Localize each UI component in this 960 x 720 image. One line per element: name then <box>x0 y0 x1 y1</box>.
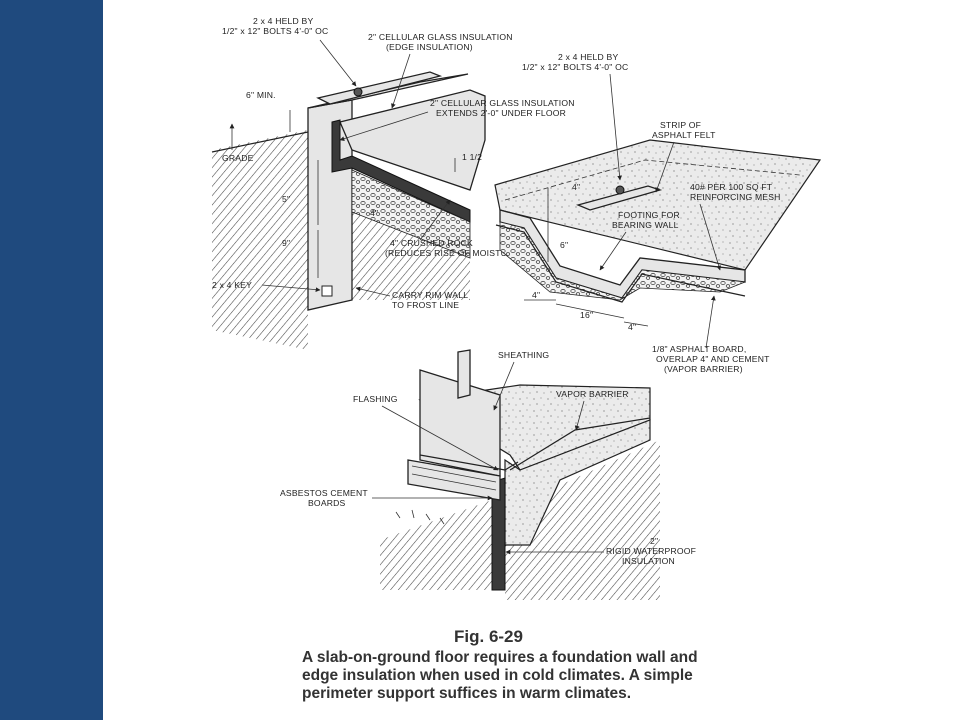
flashing-label: FLASHING <box>353 394 398 404</box>
asbestos-label1: ASBESTOS CEMENT <box>280 488 368 498</box>
strip-label1: STRIP OF <box>660 120 701 130</box>
floor-slab <box>339 89 486 191</box>
carry-rim-label2: TO FROST LINE <box>392 300 459 310</box>
five-inch-label: 5" <box>282 194 290 204</box>
grade-label: GRADE <box>222 153 254 163</box>
asphalt-label1: 1/8" ASPHALT BOARD, <box>652 344 746 354</box>
bolt-note-right-line1: 2 x 4 HELD BY <box>558 52 618 62</box>
earth-hatch-left <box>212 130 308 350</box>
edge-insulation <box>331 119 471 223</box>
top-right-labels: 2 x 4 HELD BY 1/2" x 12" BOLTS 4'-0" OC … <box>522 52 781 374</box>
earth-hatch-bottom <box>380 500 492 590</box>
rigid-label2: RIGID WATERPROOF <box>606 546 696 556</box>
figure-caption: Fig. 6-29 A slab-on-ground floor require… <box>302 627 698 702</box>
rigid-label3: INSULATION <box>622 556 675 566</box>
four-left-label: 4" <box>532 290 540 300</box>
crushed-rock <box>351 169 471 259</box>
bolt-note-right-line2: 1/2" x 12" BOLTS 4'-0" OC <box>522 62 628 72</box>
key-label: 2 x 4 KEY <box>212 280 252 290</box>
footing-label1: FOOTING FOR <box>618 210 680 220</box>
rigid-label1: 2" <box>650 536 658 546</box>
one-half-label: 1 1/2 <box>462 152 482 162</box>
asphalt-label2: OVERLAP 4" AND CEMENT <box>656 354 770 364</box>
earth-hatch-under <box>352 212 470 300</box>
sidebar-band <box>0 0 103 720</box>
caption-line1: A slab-on-ground floor requires a founda… <box>302 649 698 666</box>
nine-inch-label: 9" <box>282 238 290 248</box>
under-floor-label2: EXTENDS 2'-0" UNDER FLOOR <box>436 108 566 118</box>
detail-cold-climate-wall <box>211 71 486 350</box>
crushed-rock-label2: (REDUCES RISE OF MOISTURE) <box>385 248 522 258</box>
bolt-note-line2: 1/2" x 12" BOLTS 4'-0" OC <box>222 26 328 36</box>
caption-line3: perimeter support suffices in warm clima… <box>302 685 631 702</box>
sheathing-label: SHEATHING <box>498 350 549 360</box>
footing-label2: BEARING WALL <box>612 220 679 230</box>
four-inch-label: 4" <box>370 208 378 218</box>
mesh-label2: REINFORCING MESH <box>690 192 781 202</box>
six-min-label: 6" MIN. <box>246 90 276 100</box>
caption-line2: edge insulation when used in cold climat… <box>302 667 693 684</box>
top-left-labels: 2 x 4 HELD BY 1/2" x 12" BOLTS 4'-0" OC … <box>212 16 575 310</box>
caption-title: Fig. 6-29 <box>454 627 523 646</box>
sill-plate <box>316 71 443 105</box>
under-floor-label1: 2" CELLULAR GLASS INSULATION <box>430 98 575 108</box>
six-label: 6" <box>560 240 568 250</box>
vapor-barrier-label: VAPOR BARRIER <box>556 389 629 399</box>
edge-insulation-label2: (EDGE INSULATION) <box>386 42 473 52</box>
asbestos-label2: BOARDS <box>308 498 346 508</box>
strip-label2: ASPHALT FELT <box>652 130 716 140</box>
bolt-note-line1: 2 x 4 HELD BY <box>253 16 313 26</box>
asphalt-label3: (VAPOR BARRIER) <box>664 364 743 374</box>
rigid-insulation <box>491 477 506 591</box>
detail-wall-section <box>380 349 660 600</box>
bottom-labels: SHEATHING VAPOR BARRIER FLASHING ASBESTO… <box>280 350 696 566</box>
sixteen-label: 16" <box>580 310 593 320</box>
four-top-label: 4" <box>572 182 580 192</box>
four-right-label: 4" <box>628 322 636 332</box>
mesh-label1: 40# PER 100 SQ FT <box>690 182 773 192</box>
crushed-rock-label1: 4" CRUSHED ROCK <box>390 238 473 248</box>
edge-insulation-label1: 2" CELLULAR GLASS INSULATION <box>368 32 513 42</box>
carry-rim-label1: CARRY RIM WALL <box>392 290 468 300</box>
gravel-fill-right <box>499 221 746 301</box>
detail-bearing-wall-footing <box>494 139 822 327</box>
